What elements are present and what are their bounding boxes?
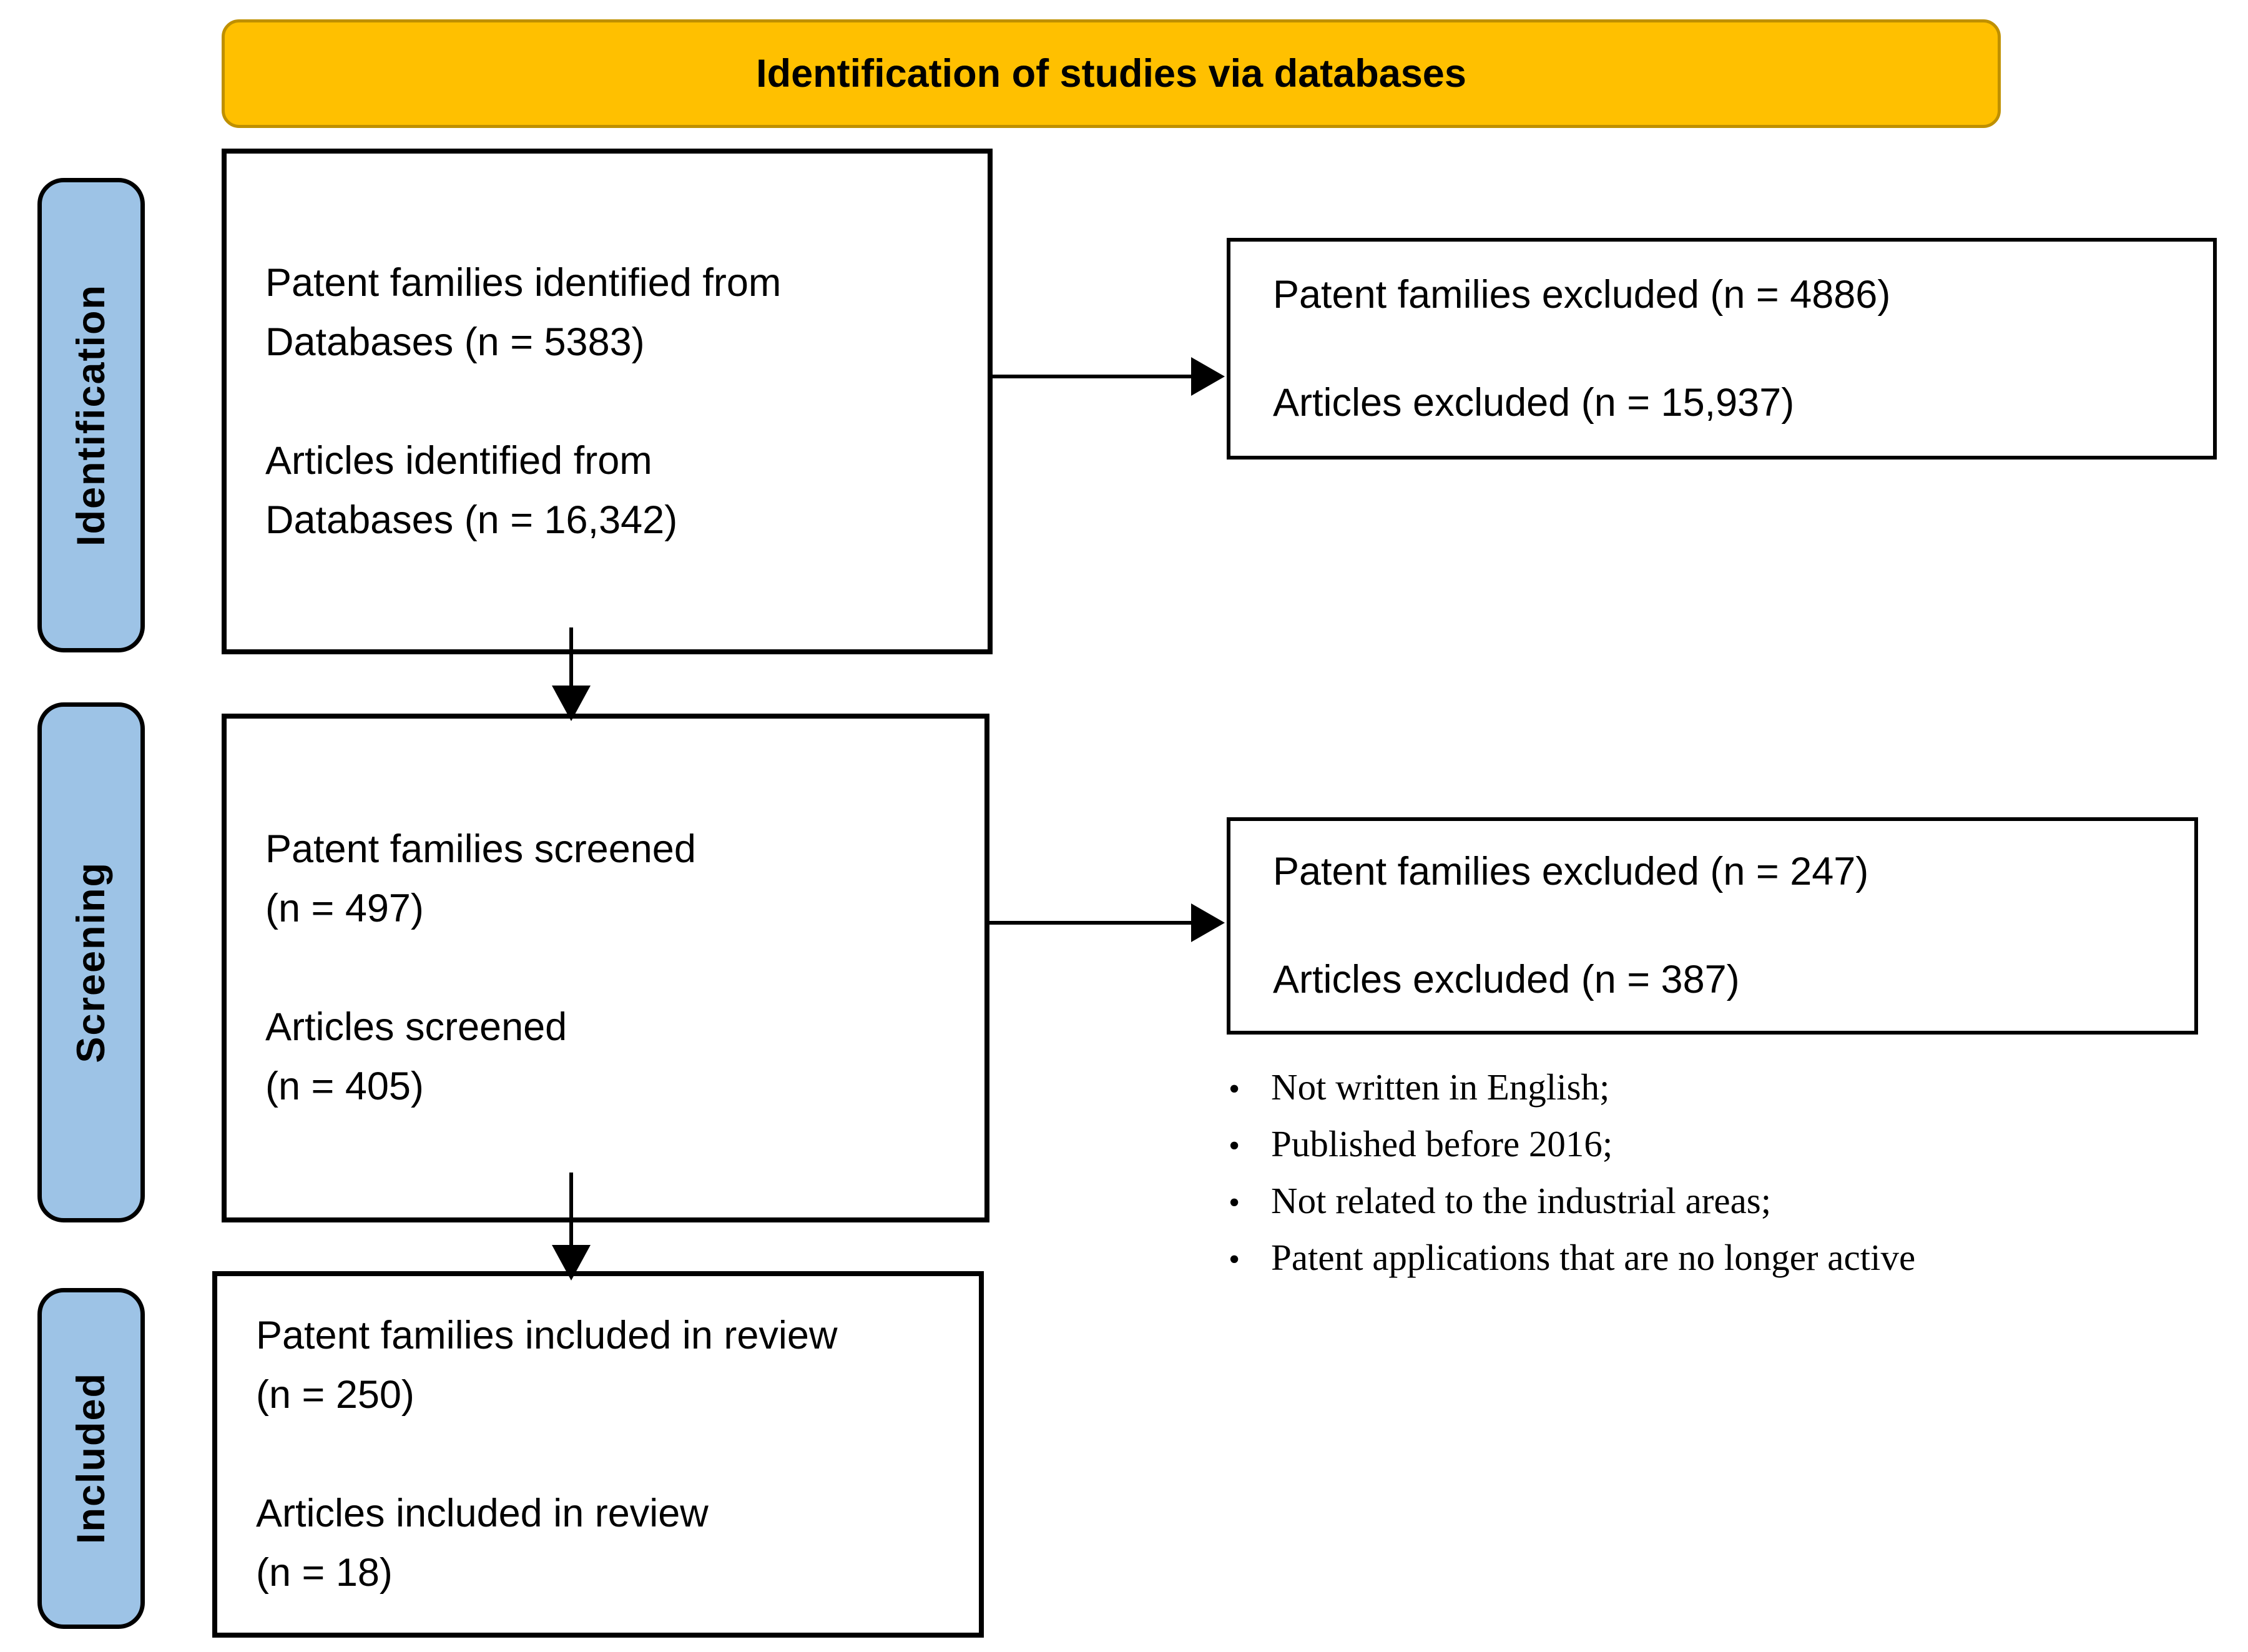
bullet-icon: • (1229, 1242, 1240, 1277)
stage-label-included: Included (69, 1372, 113, 1545)
exclusion-reasons-list: • Not written in English; • Published be… (1229, 1065, 2240, 1292)
exclusion-reason-item: • Not related to the industrial areas; (1229, 1179, 2240, 1225)
exclusion-reason-item: • Not written in English; (1229, 1065, 2240, 1111)
exclusion-reason-text: Not related to the industrial areas; (1271, 1180, 1772, 1221)
patent-families-included-text: Patent families included in review (n = … (256, 1314, 838, 1417)
patent-families-screened-text: Patent families screened (n = 497) (265, 827, 696, 930)
arrow-identified-to-screened-head-icon (552, 686, 591, 721)
arrow-screened-to-excluded-head-icon (1191, 903, 1225, 942)
patent-families-identified-text: Patent families identified from Database… (265, 260, 782, 364)
identified-records-box: Patent families identified from Database… (222, 149, 993, 654)
arrow-screened-to-excluded-line (989, 921, 1194, 925)
arrow-screened-to-included-line (569, 1173, 573, 1246)
exclusion-reason-text: Patent applications that are no longer a… (1271, 1237, 1916, 1278)
articles-identified-text: Articles identified from Databases (n = … (265, 438, 678, 542)
stage-pill-included: Included (37, 1288, 145, 1629)
bullet-icon: • (1229, 1071, 1240, 1107)
excluded-identification-box: Patent families excluded (n = 4886) Arti… (1227, 238, 2217, 460)
stage-pill-screening: Screening (37, 702, 145, 1222)
patent-families-excluded-identification-text: Patent families excluded (n = 4886) (1273, 272, 1891, 317)
articles-excluded-identification-text: Articles excluded (n = 15,937) (1273, 380, 1795, 425)
exclusion-reason-item: • Published before 2016; (1229, 1122, 2240, 1168)
exclusion-reason-text: Not written in English; (1271, 1066, 1610, 1108)
bullet-icon: • (1229, 1185, 1240, 1221)
articles-included-text: Articles included in review (n = 18) (256, 1492, 709, 1595)
articles-excluded-screening-text: Articles excluded (n = 387) (1273, 958, 1740, 1001)
excluded-screening-box: Patent families excluded (n = 247) Artic… (1227, 817, 2198, 1035)
screened-records-box: Patent families screened (n = 497) Artic… (222, 714, 989, 1222)
banner-title: Identification of studies via databases (756, 52, 1466, 96)
stage-label-identification: Identification (69, 284, 113, 546)
articles-screened-text: Articles screened (n = 405) (265, 1005, 567, 1108)
arrow-identified-to-excluded-line (993, 375, 1194, 378)
arrow-identified-to-screened-line (569, 627, 573, 687)
banner-identification-via-databases: Identification of studies via databases (222, 19, 2001, 128)
exclusion-reason-text: Published before 2016; (1271, 1123, 1613, 1164)
stage-pill-identification: Identification (37, 178, 145, 652)
arrow-identified-to-excluded-head-icon (1191, 357, 1225, 396)
included-records-box: Patent families included in review (n = … (212, 1271, 984, 1638)
exclusion-reason-item: • Patent applications that are no longer… (1229, 1236, 2240, 1282)
arrow-screened-to-included-head-icon (552, 1245, 591, 1281)
stage-label-screening: Screening (69, 862, 113, 1063)
bullet-icon: • (1229, 1128, 1240, 1164)
patent-families-excluded-screening-text: Patent families excluded (n = 247) (1273, 850, 1869, 893)
